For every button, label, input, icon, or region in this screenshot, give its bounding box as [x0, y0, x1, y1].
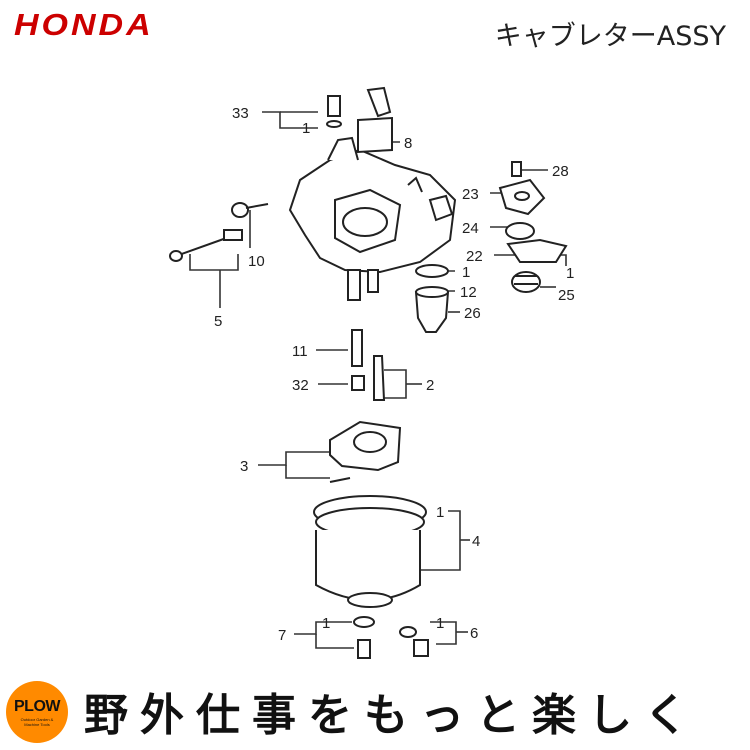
plow-logo-subtext: Outdoor Garden & Machine Tools	[20, 716, 54, 727]
callout-1-f: 1	[436, 615, 444, 632]
drain-bolt-parts	[353, 616, 429, 659]
plow-logo: PLOW Outdoor Garden & Machine Tools	[6, 681, 68, 743]
callout-24: 24	[462, 220, 479, 237]
callout-2: 2	[426, 377, 434, 394]
callout-labels: 33 1 8 28 23 24 22 1 25 10 5 1 12 26 11 …	[214, 105, 575, 644]
carburetor-body	[288, 136, 457, 301]
callout-1-c: 1	[462, 264, 470, 281]
throttle-stop-parts	[169, 202, 269, 262]
main-nozzle-parts	[414, 264, 450, 333]
callout-11: 11	[292, 343, 308, 360]
callout-3: 3	[240, 458, 248, 475]
callout-1-e: 1	[322, 615, 330, 632]
callout-1-d: 1	[436, 504, 444, 521]
callout-1-a: 1	[302, 120, 310, 137]
parts-diagram: 33 1 8 28 23 24 22 1 25 10 5 1 12 26 11 …	[0, 60, 750, 675]
callout-12: 12	[460, 284, 477, 301]
product-title: キャブレターASSY	[494, 21, 726, 52]
callout-26: 26	[464, 305, 481, 322]
exploded-view: 33 1 8 28 23 24 22 1 25 10 5 1 12 26 11 …	[169, 86, 575, 659]
callout-5: 5	[214, 313, 222, 330]
callout-6: 6	[470, 625, 478, 642]
footer-banner: PLOW Outdoor Garden & Machine Tools 野外仕事…	[0, 675, 750, 750]
callout-10: 10	[248, 253, 265, 270]
callout-28: 28	[552, 163, 569, 180]
accelerator-pump-parts	[498, 161, 568, 293]
float-chamber-part	[313, 495, 427, 608]
callout-4: 4	[472, 533, 480, 550]
header: HONDA キャブレターASSY	[0, 0, 750, 60]
honda-logo: HONDA	[14, 7, 154, 43]
plow-logo-text: PLOW	[14, 697, 61, 715]
callout-23: 23	[462, 186, 479, 203]
callout-7: 7	[278, 627, 286, 644]
slogan: 野外仕事をもっと楽しく	[84, 690, 700, 741]
callout-33: 33	[232, 105, 249, 122]
callout-1-b: 1	[566, 265, 574, 282]
float-valve-parts	[351, 329, 386, 401]
callout-22: 22	[466, 248, 483, 265]
callout-8: 8	[404, 135, 412, 152]
pilot-screw-part	[326, 95, 342, 128]
choke-bracket-part	[357, 86, 393, 154]
callout-32: 32	[292, 377, 309, 394]
callout-25: 25	[558, 287, 575, 304]
float-part	[329, 420, 402, 483]
